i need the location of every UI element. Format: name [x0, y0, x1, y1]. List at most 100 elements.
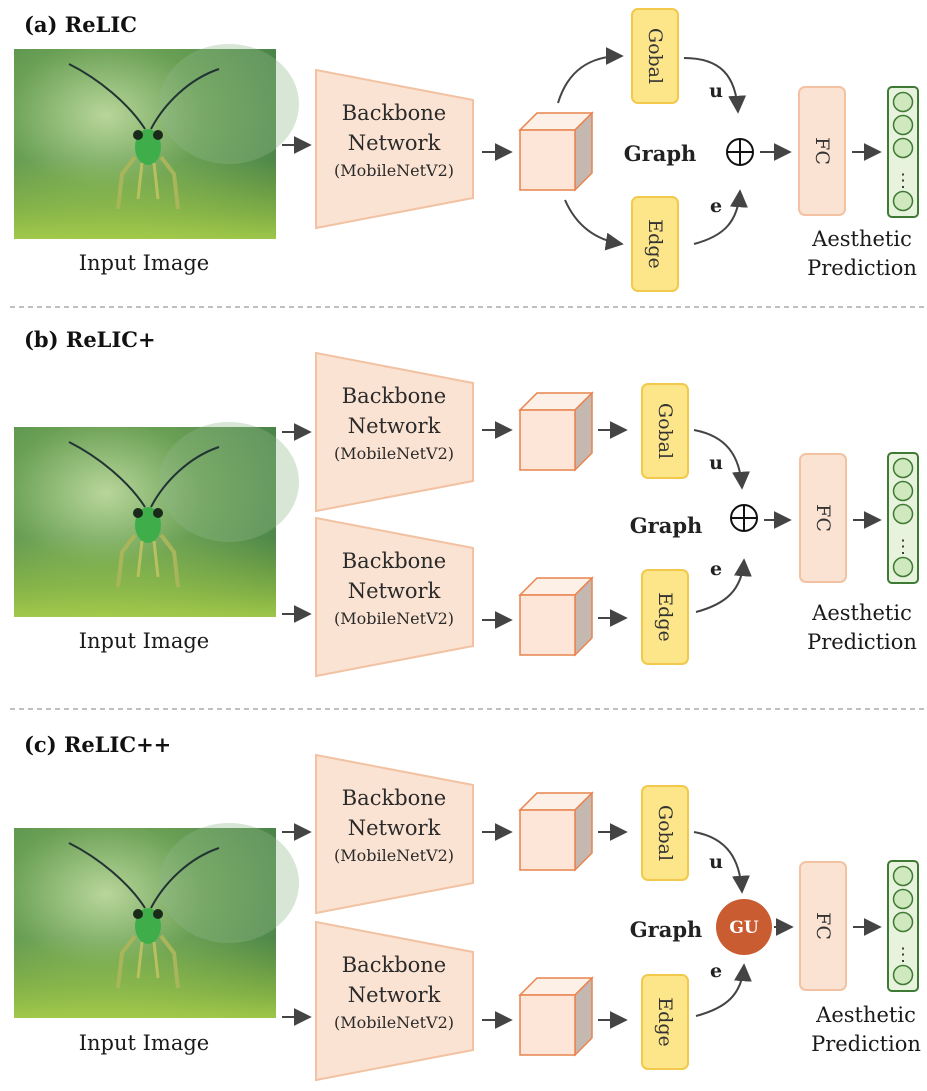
output-ellipsis: ⋮: [894, 945, 912, 966]
panel-a-arrow-global-combine: [683, 57, 747, 114]
box-rect: [641, 974, 689, 1070]
panel-b-input-label: Input Image: [79, 629, 210, 653]
panel-b-global-box: Gobal: [641, 383, 689, 479]
fc-rect: [799, 861, 847, 991]
panel-b-graph-label: Graph: [630, 513, 703, 538]
panel-c-global-box: Gobal: [641, 785, 689, 881]
backbone-trapezoid: [315, 920, 474, 1082]
panel-b-title: (b) ReLIC+: [24, 327, 156, 352]
panel-a-arrow-feature-global: [557, 47, 624, 104]
box-rect: [631, 8, 679, 104]
panel-a-input-image: [12, 42, 301, 241]
output-node: [892, 888, 914, 910]
panel-a-output-nodes: ⋮: [887, 86, 919, 218]
backbone-line-1: Backbone: [342, 549, 446, 573]
output-node: [892, 964, 914, 986]
backbone-line-2: Network: [348, 579, 441, 603]
cube-front-face: [519, 994, 576, 1056]
panel-a-u-label: u: [709, 80, 723, 102]
panel-c-pred-1: Aesthetic: [815, 1003, 916, 1027]
backbone-line-1: Backbone: [342, 101, 446, 125]
backbone-line-2: Network: [348, 816, 441, 840]
panel-b-arrow-global-combine: [693, 429, 750, 490]
panel-c-fc: FC: [799, 861, 847, 991]
backbone-line-1: Backbone: [342, 953, 446, 977]
box-label: Gobal: [654, 403, 676, 459]
backbone-line-3: (MobileNetV2): [334, 1013, 454, 1032]
panel-b-feature-cube-1: [518, 391, 594, 472]
panel-b-pred-1: Aesthetic: [811, 601, 912, 625]
output-node: [892, 91, 914, 113]
panel-a-graph-label: Graph: [624, 141, 697, 166]
cube-front-face: [519, 409, 576, 471]
panel-c-arrow-global-gu: [693, 831, 750, 894]
panel-c-e-label: e: [710, 960, 722, 982]
grasshopper-photo: [12, 821, 301, 1020]
output-ellipsis: ⋮: [894, 537, 912, 558]
panel-b-pred-2: Prediction: [807, 630, 917, 654]
backbone-trapezoid: [315, 516, 474, 678]
output-node: [892, 137, 914, 159]
panel-a-edge-box: Edge: [631, 196, 679, 292]
backbone-trapezoid: [315, 753, 474, 915]
output-node: [892, 480, 914, 502]
box-label: Gobal: [644, 28, 666, 84]
panel-a-arrow-edge-combine: [693, 189, 748, 245]
panel-a-feature-cube: [518, 111, 594, 192]
fc-label: FC: [811, 137, 833, 165]
panel-c-graph-label: Graph: [630, 917, 703, 942]
panel-c-input-label: Input Image: [79, 1031, 210, 1055]
panel-a-fc: FC: [798, 86, 846, 216]
output-ellipsis: ⋮: [894, 171, 912, 192]
backbone-line-3: (MobileNetV2): [334, 846, 454, 865]
panel-b-e-label: e: [710, 558, 722, 580]
panel-b-arrow-edge-combine: [695, 558, 752, 613]
panel-b-edge-box: Edge: [641, 569, 689, 665]
backbone-line-2: Network: [348, 131, 441, 155]
panel-c-feature-cube-1: [518, 791, 594, 872]
fc-label: FC: [812, 912, 834, 940]
backbone-line-1: Backbone: [342, 384, 446, 408]
panel-c-gu-label: GU: [729, 918, 759, 938]
box-label: Edge: [644, 219, 666, 268]
panel-a-pred-2: Prediction: [807, 256, 917, 280]
panel-c-arrow-edge-gu: [695, 963, 752, 1017]
backbone-line-3: (MobileNetV2): [334, 444, 454, 463]
panel-c-edge-box: Edge: [641, 974, 689, 1070]
backbone-line-3: (MobileNetV2): [334, 609, 454, 628]
box-rect: [641, 569, 689, 665]
grasshopper-photo: [12, 42, 301, 241]
panel-a-title: (a) ReLIC: [24, 12, 137, 37]
panel-b-fc: FC: [799, 453, 847, 583]
output-node: [892, 114, 914, 136]
panel-b-output-nodes: ⋮: [887, 452, 919, 584]
cube-front-face: [519, 809, 576, 871]
box-label: Gobal: [654, 805, 676, 861]
backbone-line-2: Network: [348, 414, 441, 438]
panel-c-feature-cube-2: [518, 976, 594, 1057]
box-rect: [631, 196, 679, 292]
grasshopper-photo: [12, 420, 301, 619]
output-node: [892, 865, 914, 887]
panel-b-feature-cube-2: [518, 576, 594, 657]
panel-b-input-image: [12, 420, 301, 619]
backbone-trapezoid: [315, 351, 474, 513]
panel-c-u-label: u: [709, 851, 723, 873]
panel-a-pred-1: Aesthetic: [811, 227, 912, 251]
output-node: [892, 911, 914, 933]
output-node: [892, 457, 914, 479]
box-label: Edge: [654, 592, 676, 641]
backbone-trapezoid: [315, 68, 474, 230]
panel-c-output-nodes: ⋮: [887, 860, 919, 992]
panel-a-e-label: e: [710, 195, 722, 217]
panel-b-u-label: u: [709, 452, 723, 474]
box-label: Edge: [654, 997, 676, 1046]
fc-rect: [799, 453, 847, 583]
box-rect: [641, 383, 689, 479]
fc-rect: [798, 86, 846, 216]
